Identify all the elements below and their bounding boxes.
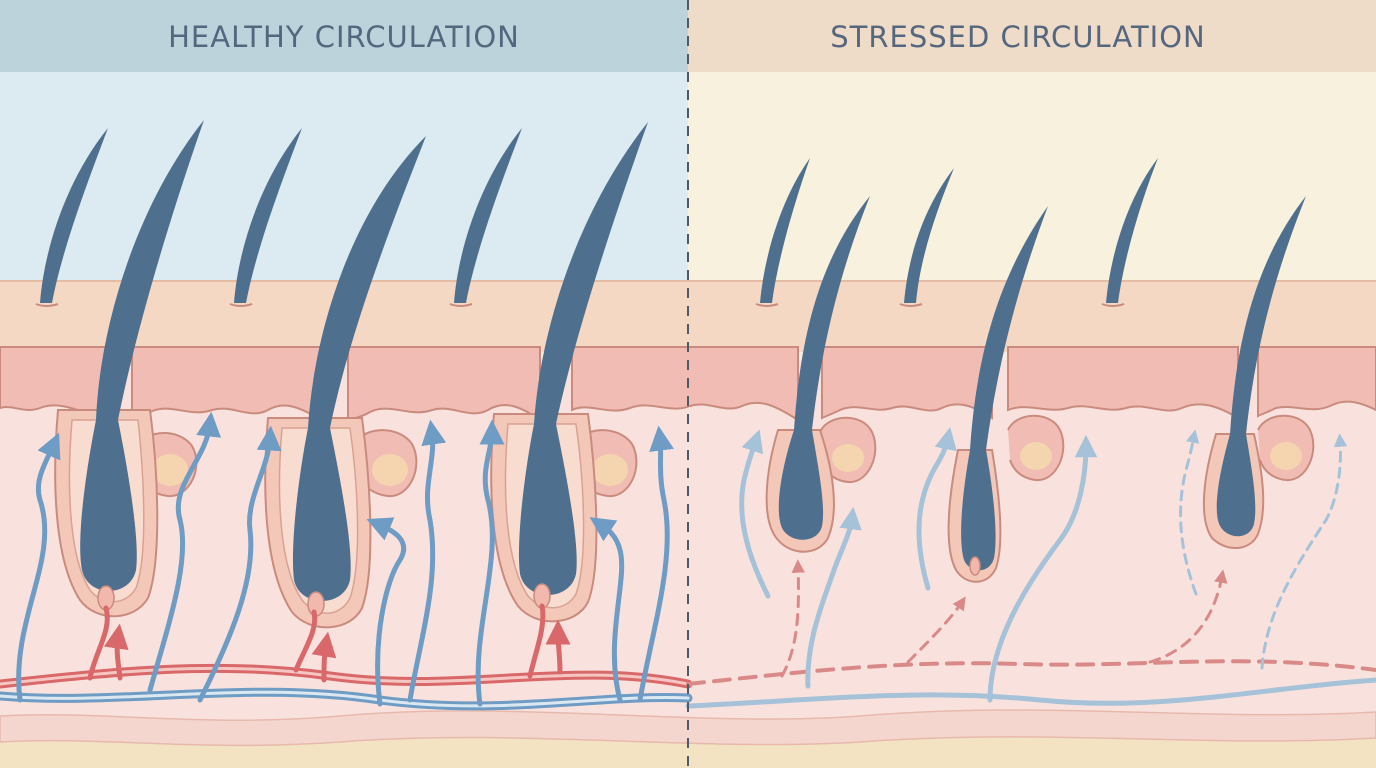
hair-shaft-thin [234, 128, 302, 303]
papillary-pad [347, 346, 541, 422]
papillary-pad [1257, 346, 1376, 418]
flow-arrow-icon [1179, 429, 1200, 596]
flow-arrow-icon [780, 559, 805, 678]
main-artery-constricted [686, 659, 1376, 686]
papillary-pad [571, 346, 799, 422]
flow-arrow-icon [147, 411, 222, 693]
hair-shaft [308, 136, 426, 428]
flow-arrow-icon [1148, 569, 1228, 664]
artery-branch [87, 605, 110, 681]
hair-follicle-icon [264, 136, 426, 629]
vein-branches-dashed [1179, 429, 1348, 670]
hair-shaft [970, 206, 1048, 450]
flow-arrow-icon [366, 517, 407, 707]
sebaceous-gland-core [1270, 442, 1302, 470]
sebaceous-gland-core [592, 454, 628, 486]
hair-pores [35, 303, 1125, 307]
hair-bulb [961, 450, 996, 571]
artery-branches-weak [780, 559, 1228, 678]
hair-shaft-thin [454, 128, 522, 303]
hair-shaft-thin [760, 158, 810, 303]
stressed-vessels [685, 426, 1376, 709]
hair-shaft [96, 120, 204, 420]
sebaceous-gland-core [372, 454, 408, 486]
hair-bulb [80, 420, 137, 591]
artery-branch [527, 603, 546, 679]
flow-arrow-icon [637, 425, 674, 703]
hair-bulb [778, 430, 824, 540]
hair-shaft-thin [40, 128, 108, 303]
hair-follicle-icon [1202, 196, 1306, 549]
flow-arrow-icon [311, 631, 337, 683]
hair-bulb [1216, 434, 1256, 537]
flow-arrow-icon [545, 619, 571, 675]
stressed-panel-title: STRESSED CIRCULATION [830, 20, 1205, 54]
sebaceous-gland-core [1020, 442, 1052, 470]
healthy-panel-title: HEALTHY CIRCULATION [168, 20, 520, 54]
hair-shaft [1230, 196, 1306, 434]
flow-arrow-icon [16, 432, 61, 703]
hair-follicle-icon [765, 196, 870, 553]
flow-arrow-icon [407, 419, 447, 703]
main-vein-faded [685, 677, 1376, 709]
hair-shaft [534, 122, 648, 424]
healthy-vessels [0, 411, 693, 711]
healthy-header-band [0, 0, 688, 72]
flow-arrow-icon [916, 426, 957, 591]
hair-follicle-icon [490, 122, 648, 623]
main-artery-lumen [0, 666, 690, 686]
papillary-pad [1007, 346, 1239, 420]
flow-arrow-icon [805, 506, 862, 689]
flow-arrow-icon [103, 623, 129, 681]
healthy-follicles [40, 120, 648, 629]
sebaceous-gland-core [152, 454, 188, 486]
sebaceous-gland-cores [152, 442, 1302, 486]
flow-arrow-icon [739, 429, 771, 599]
flow-arrow-icon [475, 419, 505, 707]
flow-arrow-icon [987, 434, 1098, 703]
artery-branches [87, 603, 571, 683]
dermal-papilla [969, 556, 981, 576]
flow-arrow-icon [197, 425, 282, 703]
vein-branches-faded [739, 426, 1098, 703]
artery-branch [293, 609, 318, 673]
hair-shaft [794, 196, 870, 430]
hair-follicle-icon [54, 120, 204, 618]
sebaceous-gland-core [832, 444, 864, 472]
blood-vessel-icon [0, 663, 693, 689]
flow-arrow-icon [906, 596, 966, 664]
papillary-pad [821, 346, 993, 420]
hair-follicle-icon [947, 206, 1048, 583]
hair-shaft-thin [904, 168, 954, 303]
hair-bulb [518, 424, 577, 595]
stressed-follicles [760, 158, 1306, 583]
hair-shaft-thin [1106, 158, 1158, 303]
stressed-header-band [688, 0, 1376, 72]
healthy-sky [0, 72, 688, 284]
flow-arrow-icon [589, 517, 625, 703]
flow-arrow-icon [1260, 433, 1348, 670]
papillary-pads [0, 346, 1376, 422]
hair-bulb [292, 428, 351, 601]
vein-branches [16, 411, 674, 707]
